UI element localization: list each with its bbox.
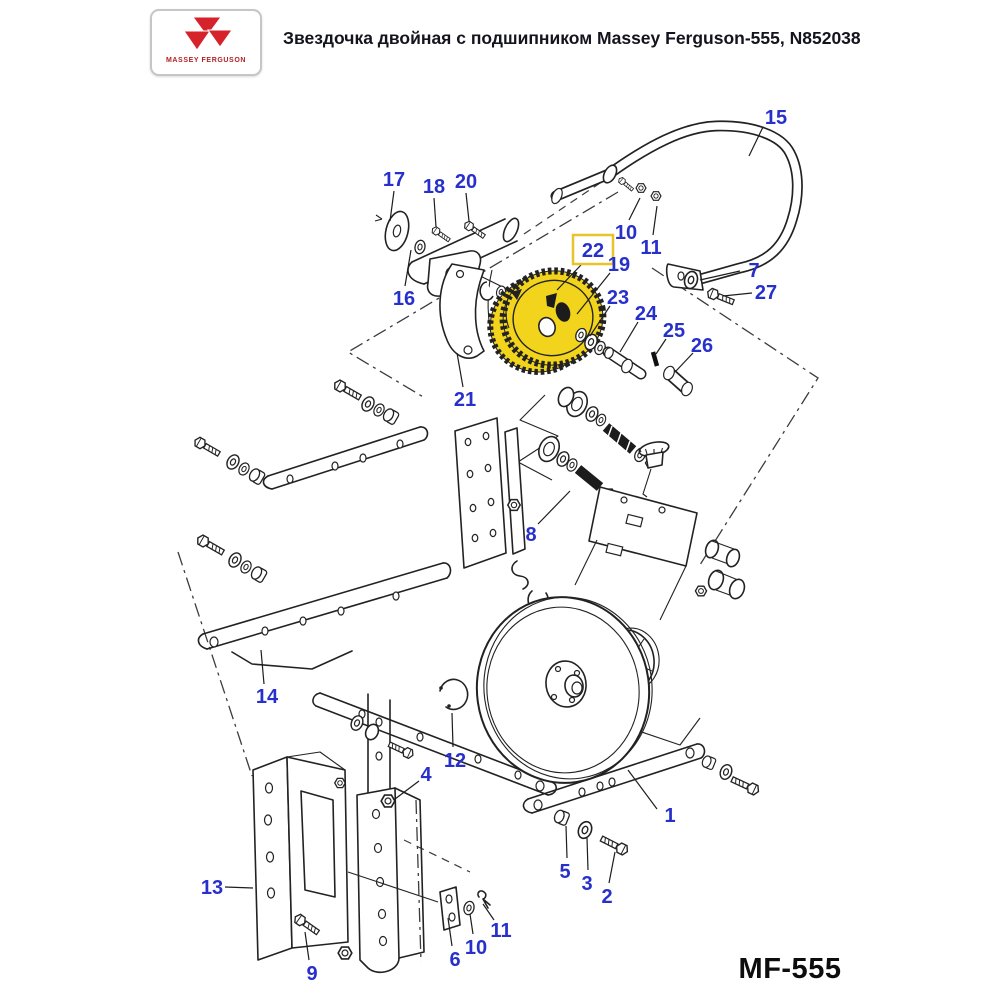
shaft-parts-23-24-25-26 bbox=[573, 326, 694, 397]
callout-label-5: 5 bbox=[559, 861, 570, 883]
callout-leader-2 bbox=[608, 851, 616, 884]
callout-label-8: 8 bbox=[525, 524, 536, 546]
brand-logo-text: MASSEY FERGUSON bbox=[165, 57, 247, 64]
callout-label-11: 11 bbox=[640, 237, 661, 259]
callout-leader-9 bbox=[304, 931, 310, 961]
callout-leader-20 bbox=[465, 192, 470, 222]
callout-label-10: 10 bbox=[615, 222, 637, 244]
callout-leader-15 bbox=[748, 126, 764, 157]
callout-label-3: 3 bbox=[581, 873, 592, 895]
callout-label-12: 12 bbox=[444, 750, 466, 772]
callout-label-25: 25 bbox=[663, 320, 685, 342]
drawbar-part-1 bbox=[522, 743, 762, 858]
callout-leader-26 bbox=[675, 352, 694, 372]
callout-label-10: 10 bbox=[465, 937, 487, 959]
callout-label-23: 23 bbox=[607, 287, 629, 309]
callout-leader-11 bbox=[482, 903, 495, 921]
callout-label-4: 4 bbox=[420, 764, 432, 786]
washer-disc-part-17 bbox=[374, 210, 427, 256]
callout-leader-3 bbox=[586, 837, 589, 871]
callout-leader-25 bbox=[655, 338, 667, 355]
callout-leader-21 bbox=[456, 352, 464, 388]
channel-bracket-part-13 bbox=[252, 751, 439, 974]
callout-label-9: 9 bbox=[306, 963, 317, 985]
callout-label-15: 15 bbox=[765, 107, 787, 129]
callout-leader-16 bbox=[404, 249, 412, 287]
callout-label-19: 19 bbox=[608, 254, 630, 276]
callout-leader-10 bbox=[469, 913, 474, 935]
anchor-plate-part-6 bbox=[439, 886, 491, 931]
callout-leader-4 bbox=[394, 780, 420, 800]
callout-leader-8 bbox=[537, 490, 571, 525]
callout-label-27: 27 bbox=[755, 282, 777, 304]
callout-label-17: 17 bbox=[383, 169, 405, 191]
double-sprocket-part-22 bbox=[487, 267, 607, 375]
callout-label-11: 11 bbox=[490, 920, 511, 942]
callout-label-22: 22 bbox=[582, 240, 604, 262]
callout-leader-11 bbox=[652, 205, 658, 236]
disc-wheel-assembly bbox=[439, 596, 660, 784]
callout-leader-23 bbox=[589, 305, 611, 337]
highlighted-callout-box bbox=[571, 233, 615, 266]
callout-label-13: 13 bbox=[201, 877, 223, 899]
callout-label-26: 26 bbox=[691, 335, 713, 357]
callout-label-18: 18 bbox=[423, 176, 445, 198]
callout-leader-13 bbox=[224, 886, 254, 889]
callout-leader-17 bbox=[389, 190, 395, 222]
callout-label-21: 21 bbox=[454, 389, 476, 411]
callout-leader-5 bbox=[565, 825, 568, 859]
callout-label-14: 14 bbox=[256, 686, 279, 708]
page-title: Звездочка двойная с подшипником Massey F… bbox=[283, 28, 861, 48]
callout-leader-1 bbox=[627, 769, 658, 810]
callout-leader-18 bbox=[433, 197, 437, 228]
bearing-assembly-part-8 bbox=[454, 386, 746, 621]
callout-leader-10 bbox=[628, 197, 641, 221]
pivot-bracket-part-21 bbox=[439, 263, 508, 359]
callout-label-24: 24 bbox=[635, 303, 658, 325]
handlebar-part-15 bbox=[550, 120, 803, 308]
callout-label-7: 7 bbox=[748, 260, 759, 282]
upper-support-arm bbox=[191, 377, 429, 584]
callout-leader-12 bbox=[451, 712, 454, 748]
callout-leader-6 bbox=[447, 917, 453, 947]
callout-label-2: 2 bbox=[601, 886, 612, 908]
callout-leader-27 bbox=[722, 292, 753, 297]
callout-leader-19 bbox=[576, 272, 611, 315]
callout-leader-22 bbox=[556, 264, 582, 291]
callout-leader-14 bbox=[260, 649, 265, 685]
callout-label-16: 16 bbox=[393, 288, 415, 310]
model-code: MF-555 bbox=[738, 953, 842, 985]
brand-logo-box: MASSEY FERGUSON bbox=[150, 9, 262, 76]
callout-leader-24 bbox=[619, 321, 639, 353]
callout-label-6: 6 bbox=[449, 949, 460, 971]
callout-leader-7 bbox=[699, 270, 741, 281]
callout-label-1: 1 bbox=[664, 805, 675, 827]
massey-ferguson-logo-icon bbox=[183, 16, 233, 51]
callout-label-20: 20 bbox=[455, 171, 477, 193]
